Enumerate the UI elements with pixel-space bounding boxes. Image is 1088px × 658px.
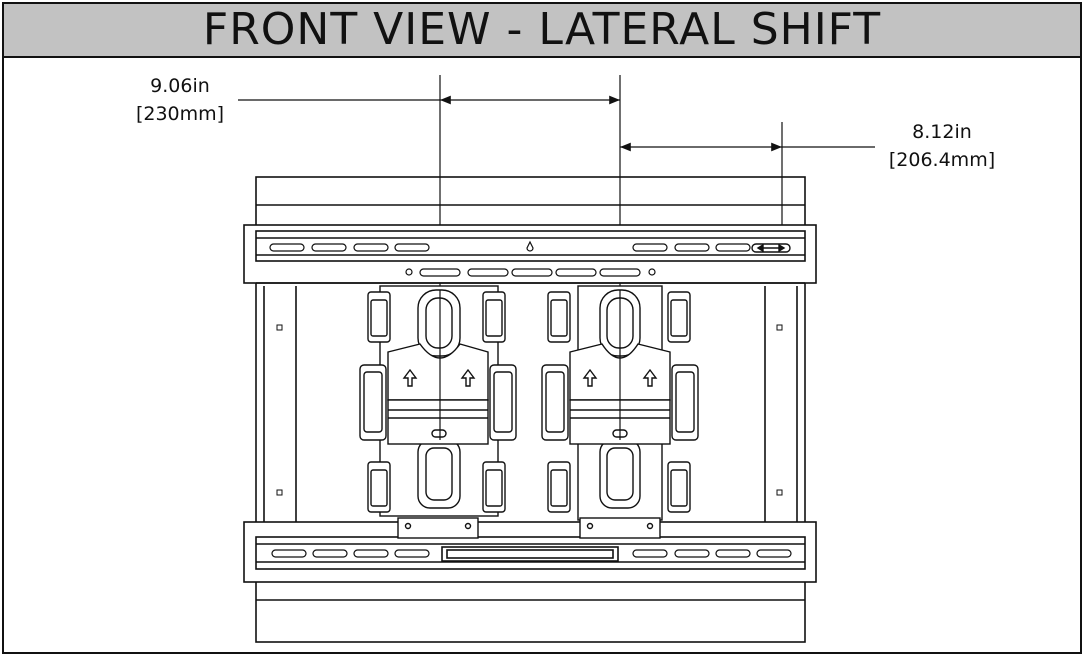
drawing-title: FRONT VIEW - LATERAL SHIFT	[202, 4, 882, 55]
bottom-rail	[243, 521, 817, 583]
wall-plate-holes	[276, 324, 783, 496]
left-arm-up-arrows	[402, 368, 476, 387]
dimension-left-metric: [230mm]	[136, 103, 224, 125]
right-arm-up-arrows	[582, 368, 658, 387]
extension-lines	[439, 290, 621, 440]
teardrop-hole-icon	[526, 240, 534, 252]
dimension-left-imperial: 9.06in	[150, 75, 210, 97]
dimension-right-imperial: 8.12in	[912, 121, 972, 143]
dimension-right-metric: [206.4mm]	[889, 149, 995, 171]
right-arm-assembly	[541, 285, 699, 539]
up-arrow-icon	[582, 368, 598, 387]
up-arrow-icon	[402, 368, 418, 387]
left-arm-assembly	[359, 285, 517, 539]
bottom-rail-slots	[271, 549, 792, 558]
double-arrow-icon	[751, 243, 791, 253]
up-arrow-icon	[460, 368, 476, 387]
up-arrow-icon	[642, 368, 658, 387]
title-bar: FRONT VIEW - LATERAL SHIFT	[4, 4, 1080, 58]
wall-plate	[255, 176, 806, 643]
top-rail-slots	[269, 243, 751, 277]
